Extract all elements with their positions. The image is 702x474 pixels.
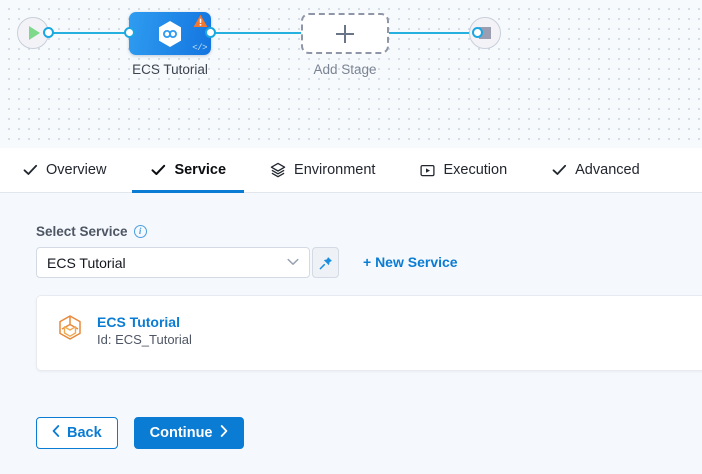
tab-overview-label: Overview bbox=[46, 162, 107, 178]
tab-overview[interactable]: Overview bbox=[18, 148, 110, 193]
check-icon bbox=[551, 162, 567, 178]
service-cube-icon bbox=[59, 315, 81, 340]
add-stage-button[interactable] bbox=[301, 13, 389, 54]
select-service-label: Select Service i bbox=[36, 224, 147, 239]
stage-node-label: ECS Tutorial bbox=[132, 62, 208, 77]
pin-service-button[interactable] bbox=[312, 247, 339, 278]
service-select-dropdown[interactable]: ECS Tutorial bbox=[36, 247, 310, 278]
new-service-button[interactable]: + New Service bbox=[363, 254, 458, 270]
tab-service[interactable]: Service bbox=[132, 148, 244, 193]
select-service-label-text: Select Service bbox=[36, 224, 128, 239]
wizard-footer-buttons: Back Continue bbox=[36, 417, 244, 449]
stage-output-port[interactable] bbox=[205, 27, 216, 38]
chevron-right-icon bbox=[220, 425, 228, 441]
back-button[interactable]: Back bbox=[36, 417, 118, 449]
chevron-left-icon bbox=[52, 425, 60, 441]
pipeline-canvas[interactable]: </> ECS Tutorial Add Stage bbox=[0, 0, 702, 148]
service-select-value: ECS Tutorial bbox=[47, 254, 126, 271]
tab-execution-label: Execution bbox=[443, 162, 508, 178]
edge-addstage-to-end bbox=[385, 32, 477, 34]
start-output-port[interactable] bbox=[43, 27, 54, 38]
back-button-label: Back bbox=[67, 425, 102, 441]
stage-input-port[interactable] bbox=[124, 27, 135, 38]
selected-service-card: ECS Tutorial Id: ECS_Tutorial bbox=[36, 295, 702, 371]
tab-environment[interactable]: Environment bbox=[266, 148, 379, 193]
tab-advanced[interactable]: Advanced bbox=[547, 148, 644, 193]
play-box-icon bbox=[419, 162, 435, 178]
plus-icon-h bbox=[336, 32, 354, 35]
service-card-title[interactable]: ECS Tutorial bbox=[97, 314, 180, 330]
service-card-id: Id: ECS_Tutorial bbox=[97, 332, 192, 347]
continue-button[interactable]: Continue bbox=[133, 417, 244, 449]
tab-environment-label: Environment bbox=[294, 162, 376, 178]
tab-execution[interactable]: Execution bbox=[415, 148, 511, 193]
chevron-down-icon bbox=[287, 257, 299, 269]
play-icon bbox=[29, 26, 40, 40]
add-stage-label: Add Stage bbox=[313, 62, 377, 77]
stage-tab-bar: Overview Service Environment bbox=[0, 148, 702, 193]
check-icon bbox=[22, 162, 38, 178]
code-brackets-icon[interactable]: </> bbox=[192, 43, 207, 53]
warning-triangle-icon[interactable] bbox=[193, 14, 208, 28]
pin-icon bbox=[319, 256, 332, 269]
end-input-port[interactable] bbox=[472, 27, 483, 38]
layers-icon bbox=[270, 162, 286, 178]
check-icon bbox=[150, 162, 166, 178]
continue-button-label: Continue bbox=[149, 425, 213, 441]
stage-node-ecs-tutorial[interactable]: </> bbox=[129, 12, 211, 55]
edge-start-to-stage bbox=[47, 32, 135, 34]
tab-advanced-label: Advanced bbox=[575, 162, 640, 178]
edge-stage-to-addstage bbox=[210, 32, 306, 34]
info-icon[interactable]: i bbox=[133, 225, 147, 238]
tab-service-label: Service bbox=[174, 162, 227, 178]
harness-service-hexagon-icon bbox=[159, 20, 181, 47]
